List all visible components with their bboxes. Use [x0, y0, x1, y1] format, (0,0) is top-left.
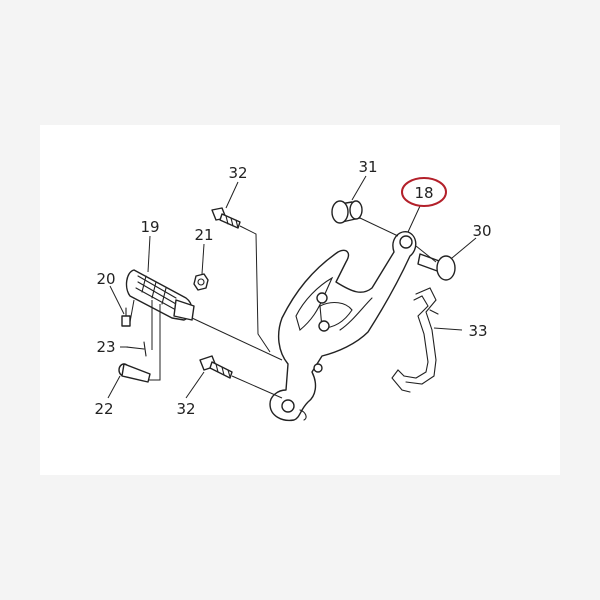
callout-22: 22	[94, 400, 113, 418]
part-33-wire-bracket	[391, 287, 439, 393]
part-23-pin	[125, 341, 147, 357]
callout-31: 31	[358, 158, 377, 176]
callout-33: 33	[468, 322, 487, 340]
callout-32-lower: 32	[176, 400, 195, 418]
part-18-bracket	[269, 231, 417, 422]
callout-30: 30	[472, 222, 491, 240]
part-22-clevis-pin	[118, 363, 151, 383]
part-20-bolt	[121, 307, 131, 327]
callout-18: 18	[414, 184, 433, 202]
callout-20: 20	[96, 270, 115, 288]
assembly-lines	[129, 217, 437, 399]
part-30-pivot-bolt	[417, 253, 456, 281]
callout-32-upper: 32	[228, 164, 247, 182]
callout-21: 21	[194, 226, 213, 244]
part-32-upper-bolt	[211, 207, 241, 229]
part-19-footpeg	[125, 269, 195, 321]
part-32-lower-bolt	[199, 355, 233, 379]
part-21-nut	[193, 273, 209, 291]
callout-labels: 32 31 18 30 33 19 21 20 23 22 32	[94, 158, 491, 418]
callout-leaders	[107, 175, 477, 399]
highlight-ring	[401, 177, 447, 207]
callout-19: 19	[140, 218, 159, 236]
callout-23: 23	[96, 338, 115, 356]
